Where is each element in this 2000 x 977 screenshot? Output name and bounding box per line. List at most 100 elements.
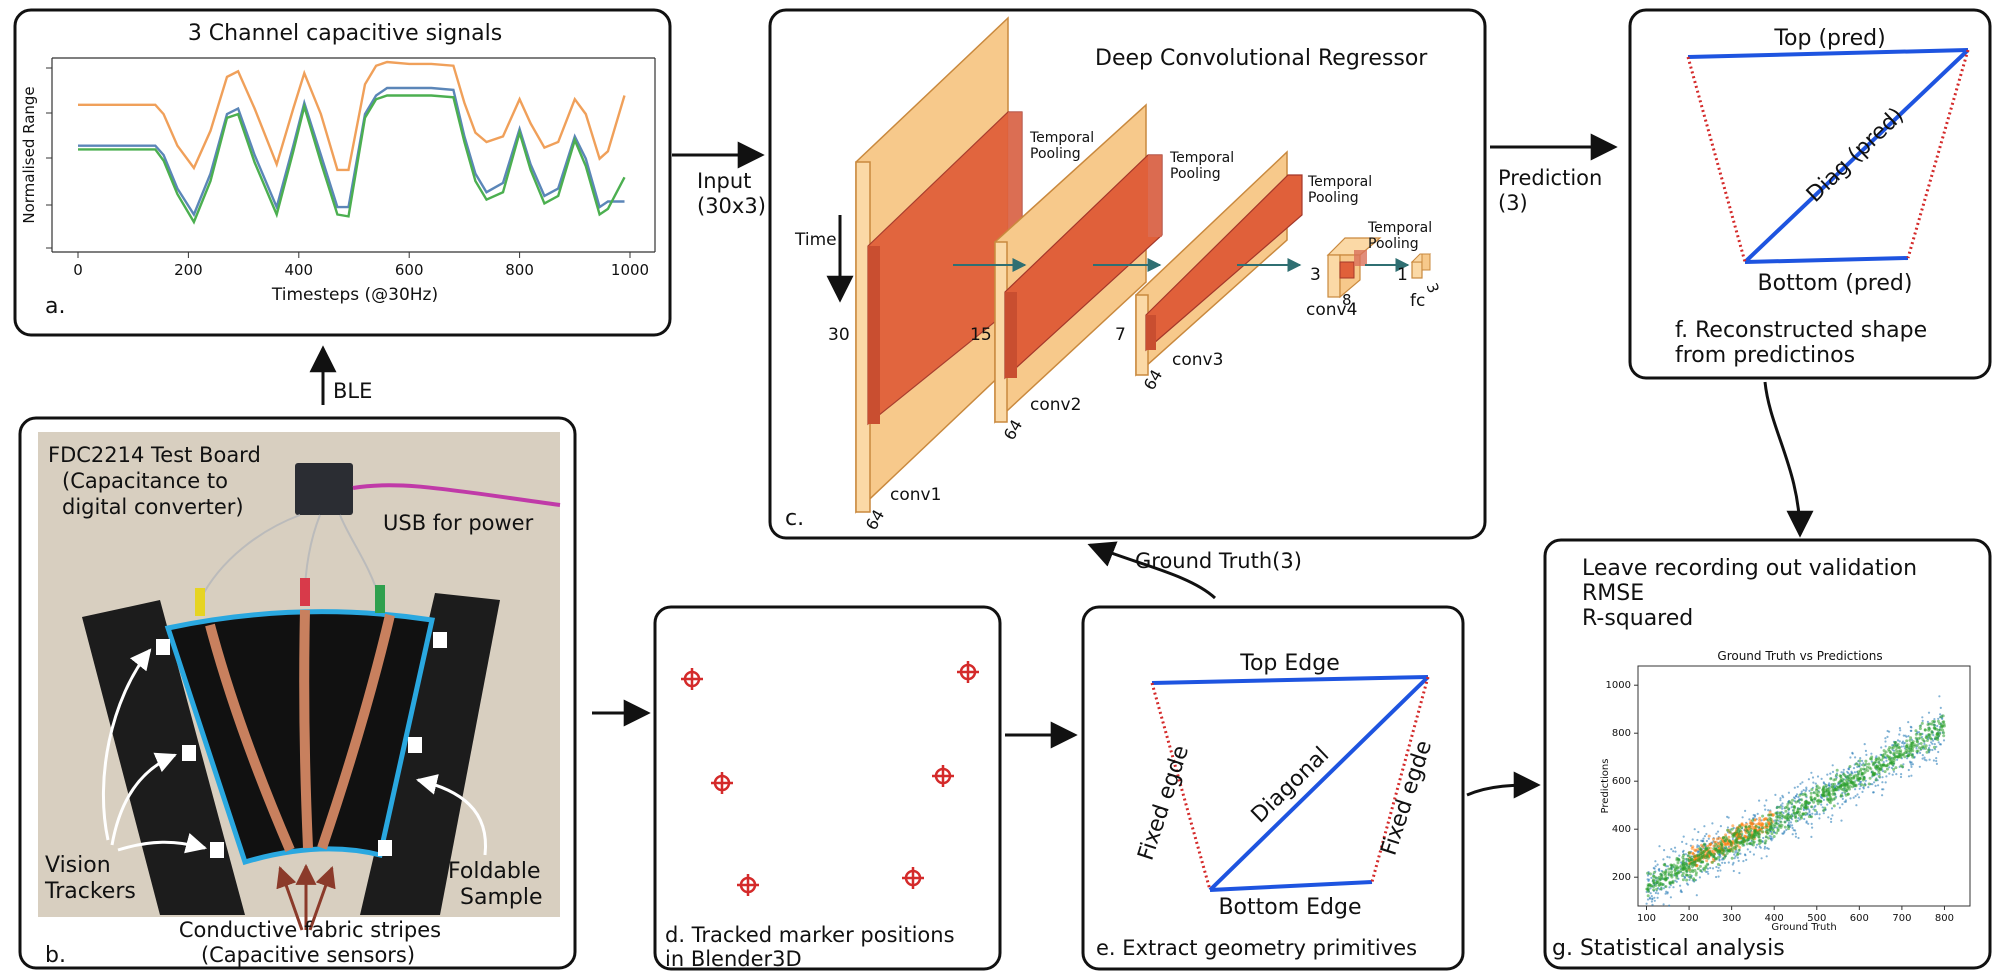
- scatter-point: [1652, 888, 1656, 892]
- scatter-point: [1707, 872, 1710, 875]
- scatter-point: [1673, 869, 1677, 872]
- scatter-point: [1779, 799, 1782, 802]
- scatter-point: [1655, 881, 1659, 885]
- scatter-point: [1942, 724, 1946, 728]
- scatter-point: [1784, 809, 1788, 813]
- scatter-point: [1915, 739, 1919, 743]
- panel-d-frame: [653, 605, 1002, 971]
- scatter-point: [1696, 867, 1700, 871]
- scatter-point: [1852, 796, 1855, 799]
- diag-pred-edge: [1743, 48, 1970, 264]
- scatter-point: [1924, 744, 1928, 748]
- scatter-point: [1693, 860, 1697, 864]
- scatter-point: [1921, 754, 1924, 757]
- pooling-label: Pooling: [1368, 236, 1419, 252]
- scatter-point: [1764, 835, 1768, 839]
- scatter-point: [1862, 783, 1866, 787]
- scatter-point: [1791, 833, 1794, 836]
- scatter-point: [1856, 793, 1859, 796]
- scatter-point: [1740, 823, 1744, 827]
- scatter-point: [1809, 791, 1813, 795]
- scatter-point: [1937, 741, 1940, 744]
- scatter-point: [1810, 771, 1813, 774]
- scatter-point: [1715, 865, 1718, 869]
- scatter-point: [1896, 743, 1900, 746]
- scatter-point: [1764, 839, 1768, 843]
- scatter-point: [1797, 810, 1801, 814]
- pooling-label: Temporal: [1307, 174, 1372, 190]
- scatter-point: [1763, 804, 1766, 807]
- scatter-point: [1826, 803, 1829, 806]
- scatter-point: [1843, 800, 1846, 803]
- scatter-point: [1646, 898, 1650, 901]
- panel-g-line-1: Leave recording out validation: [1582, 556, 1917, 581]
- scatter-point: [1815, 787, 1819, 791]
- scatter-point: [1907, 735, 1910, 738]
- panel-a-series: [78, 60, 626, 225]
- scatter-point: [1724, 839, 1728, 843]
- scatter-point: [1738, 846, 1742, 849]
- scatter-point: [1903, 755, 1907, 759]
- scatter-point: [1652, 871, 1656, 874]
- scatter-point: [1757, 822, 1761, 826]
- scatter-point: [1882, 788, 1885, 791]
- scatter-point: [1731, 835, 1735, 839]
- scatter-point: [1719, 825, 1722, 828]
- scatter-point: [1918, 732, 1922, 736]
- scatter-point: [1827, 816, 1830, 819]
- scatter-point: [1653, 899, 1656, 902]
- conv4-pool: [1354, 250, 1367, 266]
- scatter-point: [1656, 896, 1659, 899]
- scatter-point: [1718, 849, 1722, 853]
- scatter-point: [1759, 821, 1763, 825]
- panel-a-xlabel: Timesteps (@30Hz): [271, 285, 438, 305]
- scatter-point: [1769, 813, 1773, 817]
- input-label-1: Input: [697, 169, 751, 193]
- scatter-point: [1840, 793, 1843, 797]
- scatter-point: [1942, 731, 1946, 735]
- diagonal-label: Diagonal: [1247, 742, 1335, 828]
- scatter-point: [1813, 806, 1816, 809]
- scatter-point: [1693, 828, 1696, 831]
- scatter-point: [1899, 729, 1902, 732]
- scatter-point: [1942, 734, 1946, 738]
- scatter-point: [1804, 811, 1808, 815]
- scatter-point: [1836, 802, 1839, 805]
- scatter-point: [1888, 758, 1892, 762]
- top-pred-label: Top (pred): [1773, 26, 1885, 51]
- scatter-point: [1859, 757, 1862, 760]
- panel-f-frame: [1628, 8, 1992, 380]
- pooling-label: Pooling: [1030, 146, 1081, 162]
- scatter-point: [1909, 736, 1913, 740]
- scatter-point: [1830, 820, 1833, 824]
- scatter-point: [1766, 831, 1770, 835]
- scatter-point: [1786, 813, 1790, 817]
- scatter-point: [1696, 845, 1699, 849]
- scatter-point: [1829, 777, 1833, 781]
- scatter-point: [1703, 849, 1707, 853]
- scatter-point: [1861, 772, 1865, 776]
- scatter-point: [1814, 813, 1817, 816]
- scatter-point: [1675, 880, 1678, 883]
- fixed-edge-left: [1686, 56, 1747, 263]
- scatter-point: [1839, 775, 1843, 778]
- scatter-point: [1787, 821, 1790, 825]
- scatter-point: [1672, 863, 1676, 867]
- scatter-point: [1815, 784, 1819, 788]
- scatter-point: [1790, 806, 1793, 809]
- scatter-point: [1789, 801, 1793, 805]
- scatter-point: [1737, 835, 1741, 838]
- scatter-point: [1841, 778, 1845, 782]
- scatter-point: [1812, 791, 1816, 795]
- scatter-point: [1909, 748, 1913, 752]
- scatter-point: [1931, 739, 1935, 742]
- scatter-point: [1741, 816, 1744, 819]
- conv3-kernel-front: [1146, 315, 1156, 350]
- scatter-point: [1919, 742, 1923, 745]
- scatter-point: [1908, 744, 1912, 747]
- scatter-point: [1921, 716, 1924, 719]
- scatter-point: [1845, 783, 1849, 787]
- scatter-point: [1899, 775, 1903, 779]
- scatter-point: [1700, 839, 1703, 842]
- scatter-point: [1695, 894, 1698, 897]
